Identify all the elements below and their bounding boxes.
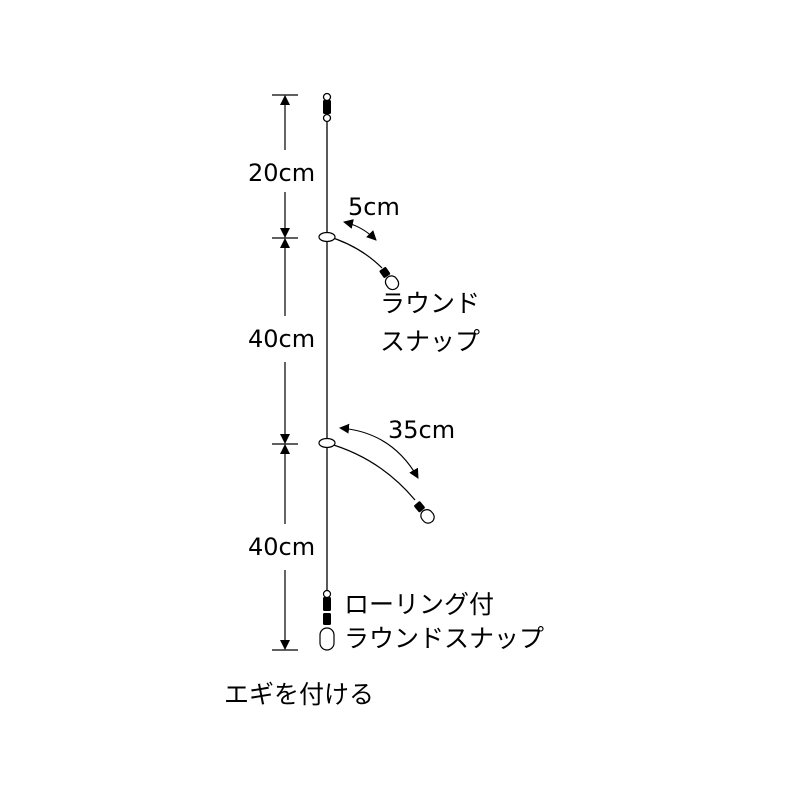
lower-branch [318,423,435,524]
segment-label-middle: 40cm [248,325,316,353]
lower-bead-icon [318,437,336,449]
upper-snap-icon [379,267,400,291]
lower-branch-length: 35cm [388,416,456,444]
segment-label-bottom: 40cm [248,533,316,561]
segment-label-top: 20cm [248,159,316,187]
upper-bead-icon [318,231,336,243]
round-snap-label-line1: ラウンド [380,289,481,318]
round-snap-label-line2: スナップ [380,327,481,356]
bottom-snap-label-line2: ラウンドスナップ [344,624,545,653]
lower-snap-icon [414,501,435,524]
bottom-rolling-swivel-icon [319,589,335,651]
attach-egi-label: エギを付ける [224,680,375,709]
upper-branch [318,219,400,291]
bottom-snap-label-line1: ローリング付 [344,590,495,619]
dimension-line [272,94,298,651]
upper-branch-length: 5cm [348,193,400,221]
top-swivel-icon [322,92,332,123]
